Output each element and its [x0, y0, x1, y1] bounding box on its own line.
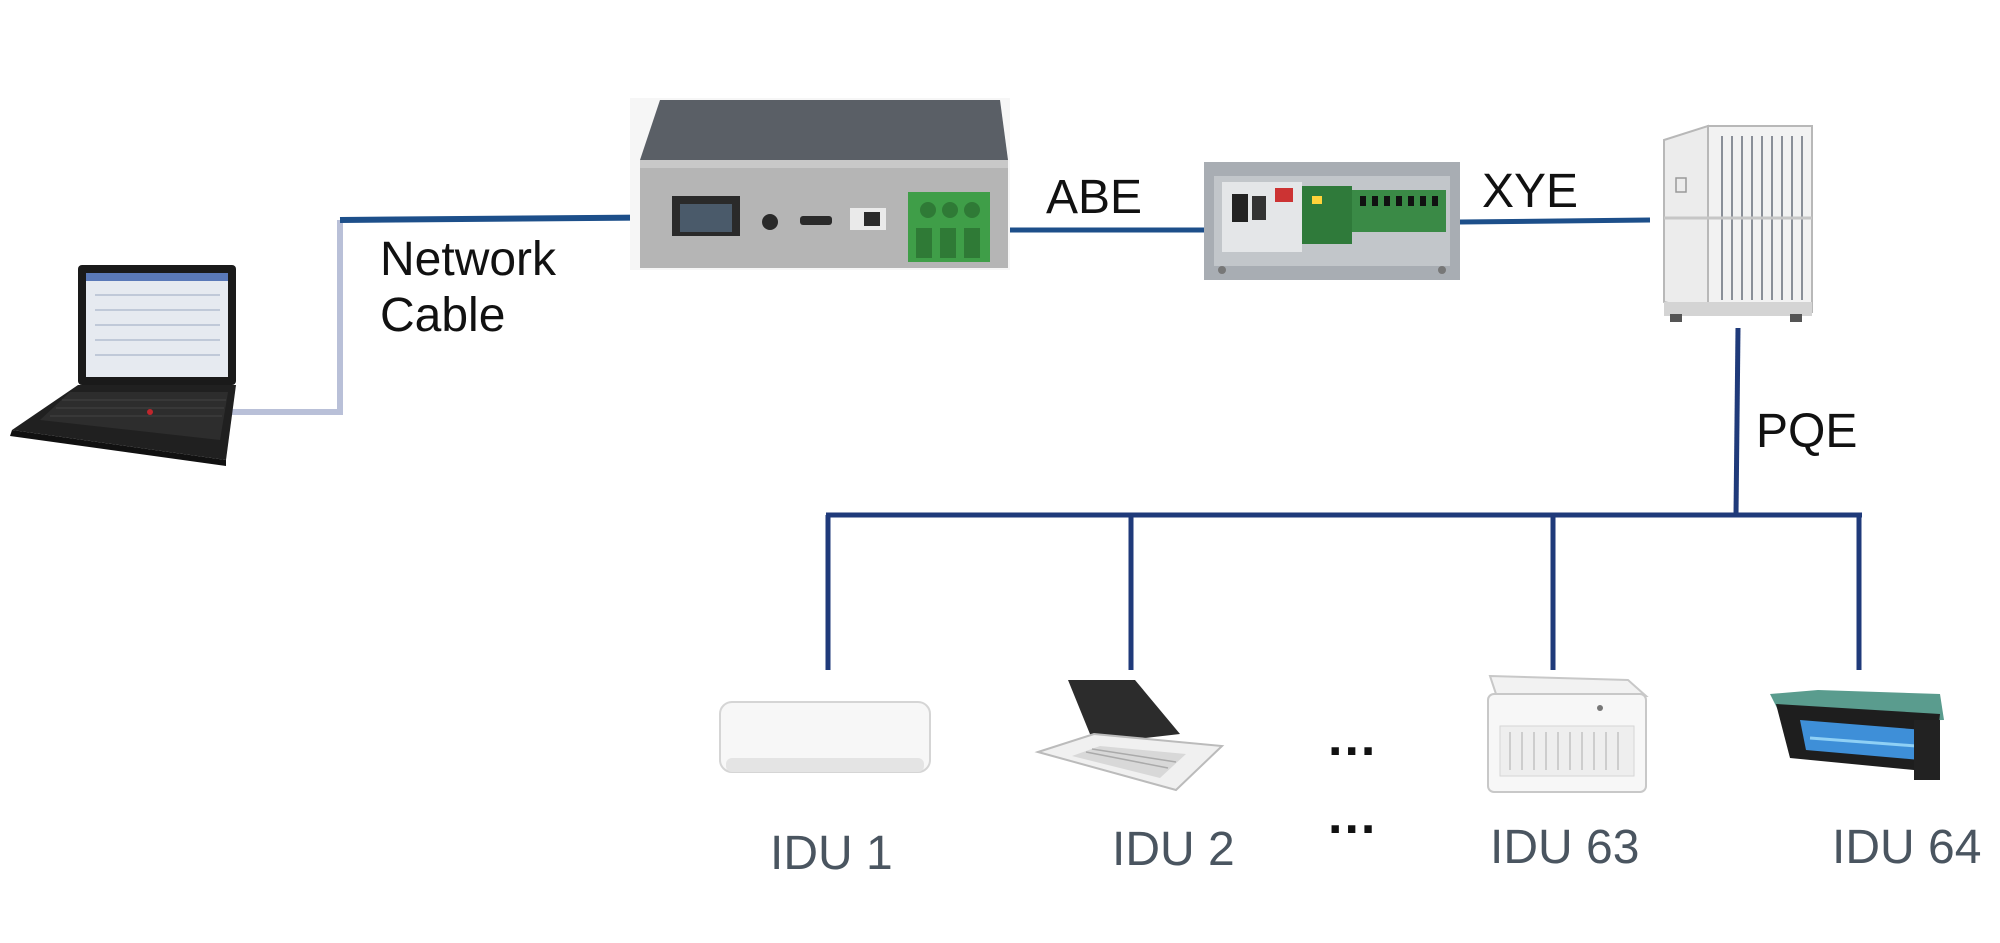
network-cable-label-line2: Cable	[380, 289, 506, 342]
network-cable-label-line1: Network	[380, 233, 557, 286]
idu-label: IDU 64	[1832, 821, 1982, 874]
xye-label: XYE	[1482, 165, 1579, 218]
xye-cable	[1459, 217, 1651, 225]
idu-label: IDU 2	[1112, 823, 1235, 876]
cassette-ac-icon	[1034, 680, 1225, 792]
outdoor-unit-icon	[1663, 124, 1813, 322]
network-cable-label: Network Cable	[380, 232, 556, 344]
ducted-ac-icon	[1770, 690, 1944, 780]
pqe-cable	[1733, 327, 1741, 516]
idu-label: IDU 63	[1490, 821, 1640, 874]
pcb-board-icon	[1204, 162, 1460, 280]
pqe-label: PQE	[1756, 405, 1858, 458]
laptop-icon	[10, 265, 236, 466]
gateway-device-icon	[630, 98, 1010, 270]
ellipsis-bottom: ...	[1328, 787, 1378, 845]
network-cable	[220, 220, 343, 415]
abe-label: ABE	[1046, 171, 1143, 224]
ellipsis-top: ...	[1328, 709, 1378, 767]
floor-ceiling-ac-icon	[1487, 674, 1649, 793]
idu-label: IDU 1	[770, 827, 893, 880]
wall-mounted-ac-icon	[719, 701, 931, 773]
